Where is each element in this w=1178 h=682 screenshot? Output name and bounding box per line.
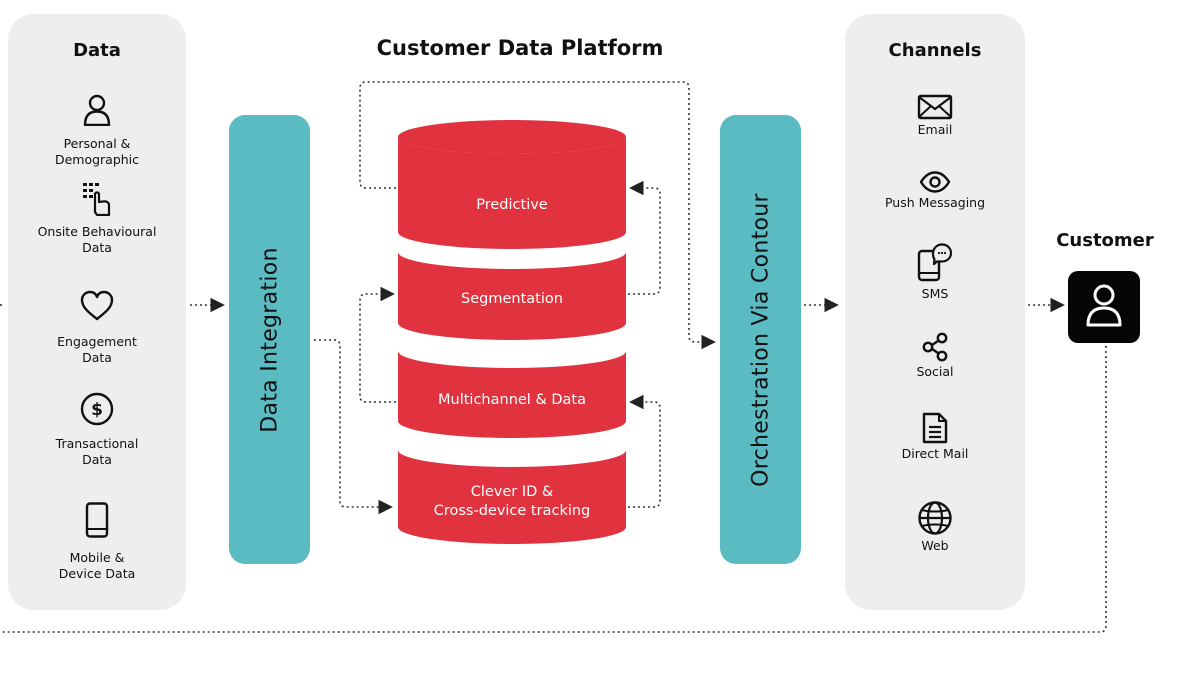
connector-customer-feedback [0,346,1107,633]
customer-person-icon [1086,284,1122,327]
channels-panel: Channels Email Push Messaging SMS [845,14,1025,610]
channel-item-social: Social [845,332,1025,380]
segment-label-predictive: Predictive [476,197,548,213]
connector-multichannel-to-segmentation [359,286,396,403]
data-item-label: Onsite Behavioural [37,224,157,239]
channel-item-sms: SMS [845,242,1025,302]
data-item-personal: Personal & Demographic [8,94,186,168]
data-item-label: Transactional [55,436,139,451]
envelope-icon [917,94,953,120]
person-icon [83,94,111,126]
data-item-label: Personal & [63,136,131,151]
channel-item-direct-mail: Direct Mail [845,412,1025,462]
cylinder-segment-clever-id [398,450,626,544]
channel-item-label: Direct Mail [901,446,969,461]
connector-cleverid-to-multichannel [628,394,661,508]
data-item-label: Engagement [57,334,137,349]
cylinder-segment-multichannel [398,351,626,438]
segment-label-cleverid-line1: Clever ID & [470,484,554,500]
data-item-mobile: Mobile & Device Data [8,502,186,582]
channel-item-label: Web [921,538,949,553]
data-item-label: Data [82,350,112,365]
channel-item-label: Email [917,122,953,137]
data-item-transactional: $ Transactional Data [8,392,186,468]
dollar-coin-icon: $ [80,392,114,426]
data-item-label: Data [82,452,112,467]
heart-icon [80,290,114,321]
segment-label-cleverid-line2: Cross-device tracking [433,503,591,519]
mobile-phone-icon [85,502,109,538]
orchestration-bar: Orchestration Via Contour [720,115,801,564]
customer-box [1068,271,1140,343]
channels-panel-title: Channels [888,40,982,61]
data-item-engagement: Engagement Data [8,290,186,366]
segment-label-multichannel: Multichannel & Data [438,392,586,408]
data-item-onsite: Onsite Behavioural Data [8,182,186,256]
connector-segmentation-to-predictive [628,180,661,295]
data-item-label: Mobile & [69,550,125,565]
segment-label-segmentation: Segmentation [461,291,563,307]
document-icon [922,412,948,444]
globe-icon [918,501,952,535]
cylinder-segment-predictive [398,120,626,249]
channel-item-label: SMS [921,286,949,301]
cylinder-segment-segmentation [398,252,626,340]
touch-click-icon [83,183,111,216]
channel-item-label: Push Messaging [884,195,986,210]
sms-phone-icon [917,243,953,282]
channel-item-web: Web [845,500,1025,554]
svg-text:$: $ [91,400,103,420]
connector-predictive-to-orchestration [359,81,716,350]
connector-integration-to-cleverid [314,339,393,515]
eye-icon [919,171,951,193]
share-icon [922,332,948,362]
customer-title: Customer [1056,230,1154,251]
channel-item-label: Social [916,364,954,379]
channel-item-email: Email [845,94,1025,138]
data-panel-title: Data [73,40,121,61]
data-item-label: Demographic [54,152,140,167]
platform-title: Customer Data Platform [376,36,664,60]
data-item-label: Device Data [58,566,136,581]
channel-item-push: Push Messaging [845,171,1025,211]
data-panel: Data Personal & Demographic Onsite Behav… [8,14,186,610]
data-item-label: Data [82,240,112,255]
data-integration-bar: Data Integration [229,115,310,564]
